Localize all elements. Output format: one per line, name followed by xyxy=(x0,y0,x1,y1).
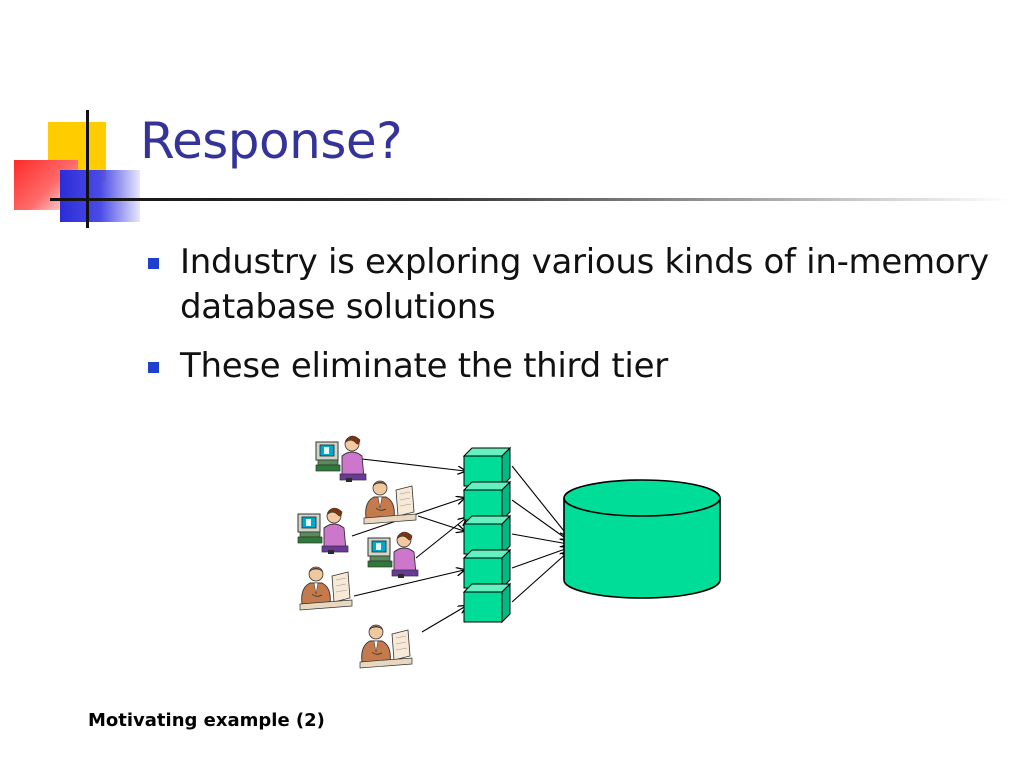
square-bullet-icon xyxy=(148,362,159,373)
bullet-item: Industry is exploring various kinds of i… xyxy=(146,240,1006,330)
bullet-list: Industry is exploring various kinds of i… xyxy=(146,240,1006,403)
database-cylinder-icon xyxy=(563,479,721,599)
connector-line xyxy=(511,552,568,603)
user-at-computer-icon xyxy=(367,531,419,579)
connector-line xyxy=(421,606,466,633)
architecture-diagram xyxy=(297,435,721,669)
man-at-desk-icon xyxy=(299,566,353,611)
decor-vertical-line xyxy=(86,110,89,228)
title-underline xyxy=(50,198,1010,201)
connector-line xyxy=(511,548,568,569)
footer-caption: Motivating example (2) xyxy=(88,710,325,731)
server-box xyxy=(463,549,511,589)
bullet-item: These eliminate the third tier xyxy=(146,344,1006,389)
connector-line xyxy=(353,570,464,597)
connector-line xyxy=(511,533,568,544)
connector-line xyxy=(417,515,464,531)
connector-line xyxy=(511,499,568,540)
server-box xyxy=(463,515,511,555)
connector-line xyxy=(511,465,568,536)
connector-line xyxy=(415,518,466,559)
decor-blue-square xyxy=(60,170,140,222)
server-box xyxy=(463,583,511,623)
man-at-desk-icon xyxy=(363,480,417,525)
slide-title: Response? xyxy=(140,112,403,170)
man-at-desk-icon xyxy=(359,624,413,669)
square-bullet-icon xyxy=(148,258,159,269)
bullet-text: Industry is exploring various kinds of i… xyxy=(180,242,989,327)
user-at-computer-icon xyxy=(297,507,349,555)
server-box xyxy=(463,481,511,521)
user-at-computer-icon xyxy=(315,435,367,483)
connector-line xyxy=(361,458,465,471)
server-box xyxy=(463,447,511,487)
bullet-text: These eliminate the third tier xyxy=(180,346,668,386)
